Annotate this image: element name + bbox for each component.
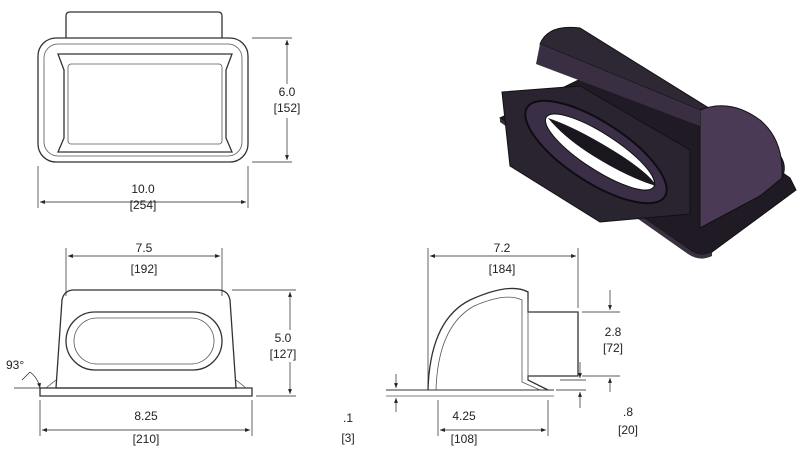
top-height-mm: [152] (274, 101, 301, 115)
top-width-mm: [254] (130, 198, 157, 212)
side-depth-mm: [184] (489, 262, 516, 276)
top-height-in: 6.0 (279, 85, 296, 99)
side-depth-in: 7.2 (494, 241, 511, 255)
side-flange-in: .1 (343, 411, 353, 425)
front-view: 7.5 [192] 5.0 [127] 8.25 [210] 93° (6, 241, 296, 446)
top-width-in: 10.0 (131, 182, 155, 196)
top-view: 6.0 [152] 10.0 [254] (37, 11, 301, 212)
side-outlet-in: 2.8 (605, 325, 622, 339)
front-height-mm: [127] (270, 347, 297, 361)
side-offset-in: .8 (623, 405, 633, 419)
front-base-mm: [210] (133, 432, 160, 446)
front-opening-mm: [192] (131, 262, 158, 276)
side-flange-mm: [3] (341, 431, 354, 445)
front-height-in: 5.0 (275, 331, 292, 345)
isometric-render (499, 26, 797, 259)
front-angle: 93° (6, 358, 24, 372)
side-offset-mm: [20] (618, 423, 638, 437)
side-base-mm: [108] (451, 432, 478, 446)
side-base-in: 4.25 (452, 409, 476, 423)
side-outlet-mm: [72] (603, 341, 623, 355)
front-base-in: 8.25 (134, 409, 158, 423)
front-opening-in: 7.5 (136, 241, 153, 255)
side-view: 7.2 [184] 2.8 [72] .1 [3] 4.25 [108] .8 … (341, 241, 638, 446)
